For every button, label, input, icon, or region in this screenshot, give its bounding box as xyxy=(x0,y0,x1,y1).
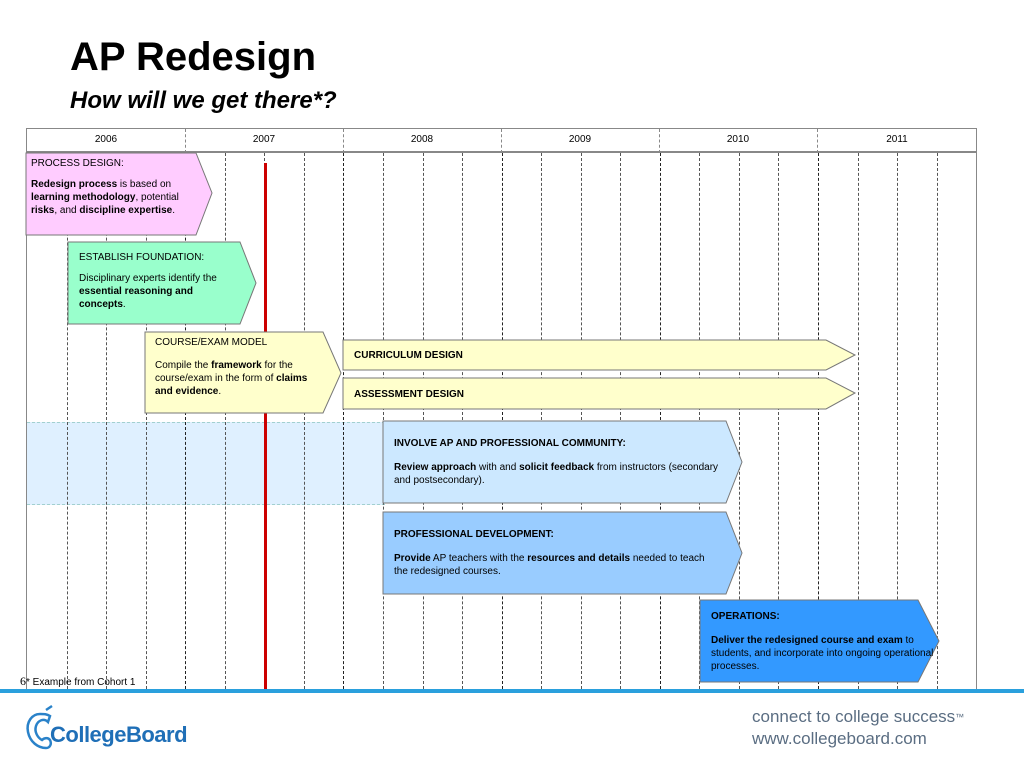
curriculum-design-label: CURRICULUM DESIGN xyxy=(354,350,463,361)
professional-development-box: PROFESSIONAL DEVELOPMENT: Provide AP tea… xyxy=(394,528,719,578)
quarter-gridline xyxy=(145,153,147,689)
course-exam-model-heading: COURSE/EXAM MODEL xyxy=(155,337,268,348)
text-bold: resources and details xyxy=(527,553,631,564)
involve-community-box: INVOLVE AP AND PROFESSIONAL COMMUNITY: R… xyxy=(394,437,724,487)
quarter-gridline xyxy=(106,153,108,689)
year-divider xyxy=(501,129,502,153)
year-2008: 2008 xyxy=(410,134,434,145)
footer-rule xyxy=(0,689,1024,693)
operations-text: Deliver the redesigned course and exam t… xyxy=(711,634,936,673)
professional-development-heading: PROFESSIONAL DEVELOPMENT: xyxy=(394,529,554,540)
involve-community-text: Review approach with and solicit feedbac… xyxy=(394,461,724,487)
establish-foundation-heading: ESTABLISH FOUNDATION: xyxy=(79,252,205,263)
year-divider xyxy=(659,129,660,153)
quarter-gridline xyxy=(224,153,226,689)
text-bold: solicit feedback xyxy=(519,462,595,473)
year-2009: 2009 xyxy=(568,134,592,145)
quarter-gridline xyxy=(897,153,899,689)
text-run: to students, and incorporate into ongoin… xyxy=(711,635,934,672)
text-run: is based on xyxy=(117,179,172,190)
text-bold: framework xyxy=(211,360,262,371)
collegeboard-acorn-icon xyxy=(26,704,53,750)
text-run: , and xyxy=(54,205,80,216)
text-run: for the course/exam in the form of xyxy=(155,360,293,384)
involve-community-arrow xyxy=(382,420,743,504)
year-divider xyxy=(343,129,344,153)
process-design-heading: PROCESS DESIGN: xyxy=(31,158,124,169)
year-header-row: 2006 2007 2008 2009 2010 2011 xyxy=(27,129,976,153)
course-exam-model-text: Compile the framework for the course/exa… xyxy=(155,359,320,398)
process-design-text: Redesign process is based on learning me… xyxy=(31,178,193,217)
quarter-gridline xyxy=(738,153,740,689)
text-run: needed to teach the redesigned courses. xyxy=(394,553,705,577)
curriculum-design-arrow xyxy=(342,339,857,371)
tagline-text: connect to college success xyxy=(752,707,956,726)
year-divider xyxy=(817,129,818,153)
process-design-box: PROCESS DESIGN: Redesign process is base… xyxy=(31,157,193,217)
slide-subtitle: How will we get there*? xyxy=(70,87,337,114)
quarter-gridline xyxy=(66,153,68,689)
course-exam-model-box: COURSE/EXAM MODEL Compile the framework … xyxy=(155,336,320,398)
assessment-design-arrow xyxy=(342,377,857,410)
text-run: . xyxy=(218,386,222,397)
tagline-url: www.collegeboard.com xyxy=(752,729,927,748)
establish-foundation-arrow xyxy=(67,241,257,325)
feedback-band xyxy=(27,422,385,505)
quarter-gridline xyxy=(857,153,859,689)
text-bold: Provide xyxy=(394,553,431,564)
timeline-grid: 2006 2007 2008 2009 2010 2011 xyxy=(26,128,977,691)
text-bold: essential reasoning and concepts xyxy=(79,286,193,310)
quarter-gridline xyxy=(343,153,345,689)
current-date-line xyxy=(264,163,267,691)
text-bold: discipline expertise xyxy=(79,205,173,216)
trademark-symbol: ™ xyxy=(955,712,965,722)
operations-heading: OPERATIONS: xyxy=(711,611,780,622)
operations-arrow xyxy=(699,599,940,683)
footnote-text: * Example from Cohort 1 xyxy=(26,677,136,688)
professional-development-text: Provide AP teachers with the resources a… xyxy=(394,552,719,578)
text-bold: risks xyxy=(31,205,55,216)
quarter-gridline xyxy=(303,153,305,689)
year-2010: 2010 xyxy=(726,134,750,145)
year-2006: 2006 xyxy=(94,134,118,145)
establish-foundation-box: ESTABLISH FOUNDATION: Disciplinary exper… xyxy=(79,251,241,311)
text-run: from instructors (secondary and postseco… xyxy=(394,462,719,486)
establish-foundation-text: Disciplinary experts identify the essent… xyxy=(79,272,241,311)
text-bold: Deliver the redesigned course and exam xyxy=(711,635,903,646)
footnote: 6* Example from Cohort 1 xyxy=(20,674,136,689)
text-bold: claims and evidence xyxy=(155,373,308,397)
text-run: , potential xyxy=(135,192,179,203)
quarter-gridline xyxy=(936,153,938,689)
text-bold: Review approach xyxy=(394,462,477,473)
quarter-gridline xyxy=(818,153,819,689)
text-run: AP teachers with the xyxy=(430,553,528,564)
page-number: 6 xyxy=(20,674,26,688)
text-run: with and xyxy=(476,462,520,473)
text-run: Compile the xyxy=(155,360,212,371)
text-run: Disciplinary experts identify the xyxy=(79,273,217,284)
slide-title: AP Redesign xyxy=(70,35,316,79)
text-run: . xyxy=(172,205,175,216)
tagline-line-1: connect to college success™ xyxy=(752,706,964,728)
operations-box: OPERATIONS: Deliver the redesigned cours… xyxy=(711,610,936,673)
year-divider xyxy=(185,129,186,153)
process-design-arrow xyxy=(25,152,213,236)
text-bold: learning methodology xyxy=(31,192,136,203)
assessment-design-label: ASSESSMENT DESIGN xyxy=(354,389,465,400)
quarter-gridline xyxy=(185,153,187,689)
course-exam-model-arrow xyxy=(144,331,342,414)
collegeboard-logo-text: CollegeBoard xyxy=(50,722,188,747)
footer-tagline: connect to college success™ www.collegeb… xyxy=(752,706,964,750)
quarter-gridline xyxy=(778,153,780,689)
year-2007: 2007 xyxy=(252,134,276,145)
text-bold: Redesign process xyxy=(31,179,118,190)
involve-community-heading: INVOLVE AP AND PROFESSIONAL COMMUNITY: xyxy=(394,438,626,449)
year-2011: 2011 xyxy=(886,134,908,145)
professional-development-arrow xyxy=(382,511,743,595)
text-run: . xyxy=(122,299,126,310)
